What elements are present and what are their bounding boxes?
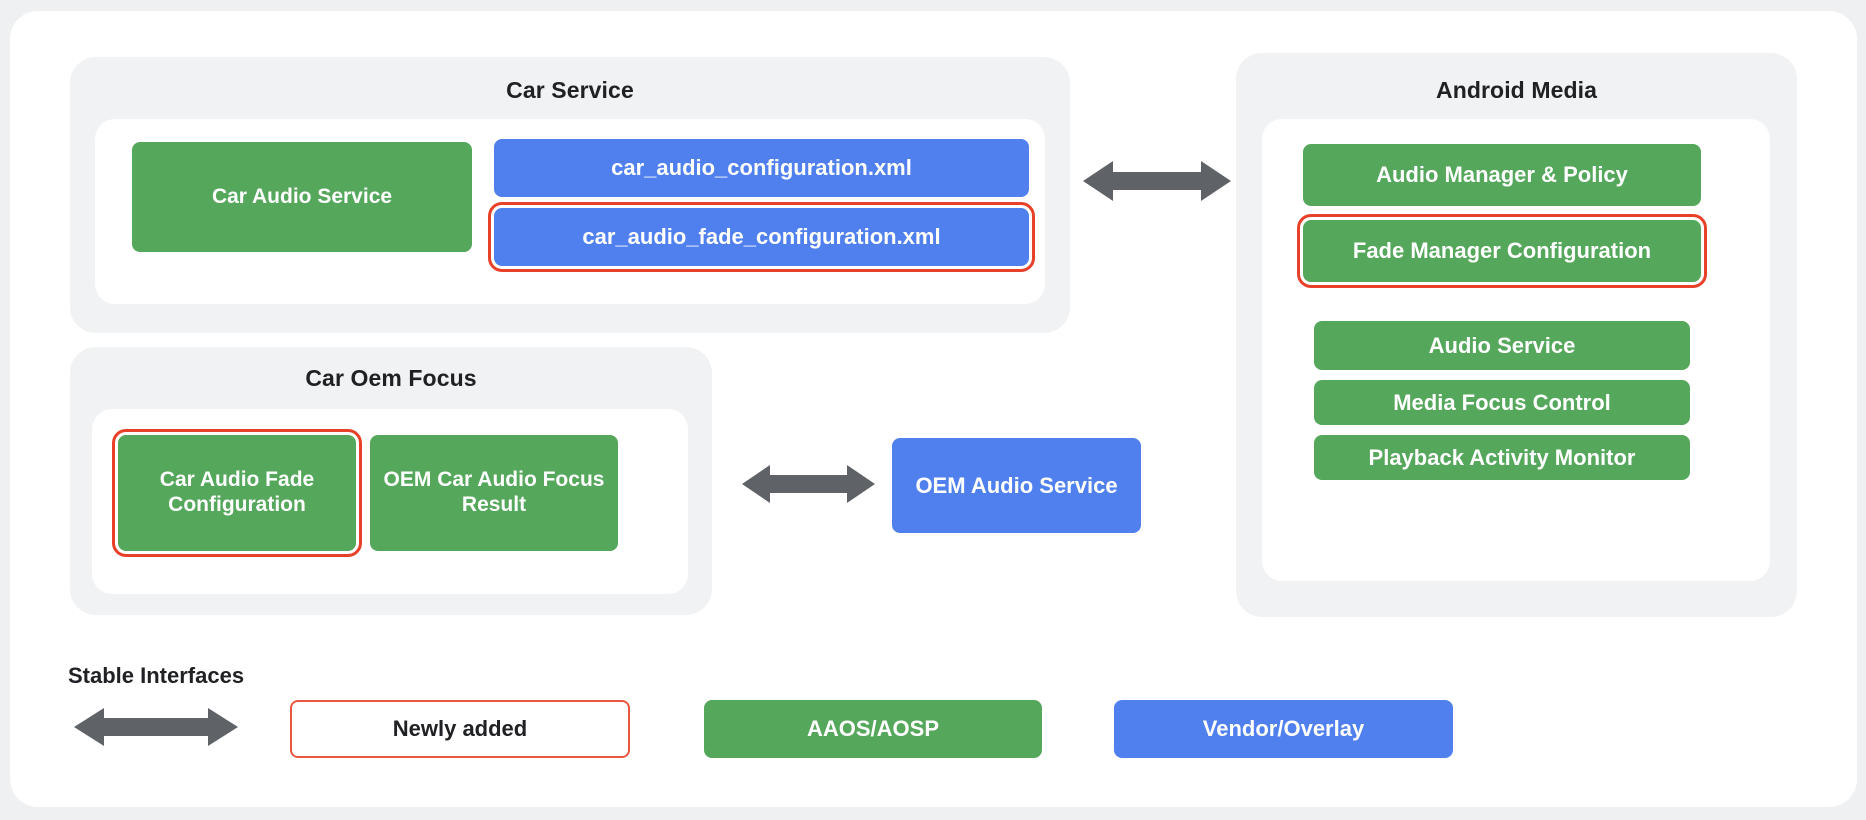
panel-car-service-title: Car Service <box>506 77 634 103</box>
box-oem-car-audio-focus-result[interactable]: OEM Car Audio Focus Result <box>370 435 618 551</box>
legend-vendor-overlay[interactable]: Vendor/Overlay <box>1114 700 1453 758</box>
box-car-audio-configuration-xml[interactable]: car_audio_configuration.xml <box>494 139 1029 197</box>
arrow-car-service-to-android-media <box>1083 159 1231 203</box>
box-media-focus-control[interactable]: Media Focus Control <box>1314 380 1690 425</box>
box-car-audio-fade-configuration-xml[interactable]: car_audio_fade_configuration.xml <box>488 202 1035 272</box>
box-audio-service[interactable]: Audio Service <box>1314 321 1690 370</box>
box-car-audio-service[interactable]: Car Audio Service <box>132 142 472 252</box>
panel-car-service: Car Service Car Audio Service car_audio_… <box>70 57 1070 333</box>
panel-android-media-title: Android Media <box>1435 77 1598 103</box>
box-audio-manager-and-policy[interactable]: Audio Manager & Policy <box>1303 144 1701 206</box>
panel-car-oem-focus: Car Oem Focus Car Audio Fade Configurati… <box>70 347 712 615</box>
double-arrow-icon <box>1083 161 1231 201</box>
box-playback-activity-monitor[interactable]: Playback Activity Monitor <box>1314 435 1690 480</box>
box-fade-manager-configuration[interactable]: Fade Manager Configuration <box>1297 214 1707 288</box>
arrow-car-oem-focus-to-oem-audio-service <box>742 463 875 505</box>
box-oem-audio-service[interactable]: OEM Audio Service <box>892 438 1141 533</box>
diagram-card: Car Service Car Audio Service car_audio_… <box>10 11 1857 807</box>
double-arrow-icon <box>74 708 238 746</box>
double-arrow-icon <box>742 465 875 503</box>
legend-stable-interfaces-arrow <box>74 706 238 748</box>
legend-newly-added[interactable]: Newly added <box>290 700 630 758</box>
box-car-audio-fade-configuration[interactable]: Car Audio Fade Configuration <box>112 429 362 557</box>
panel-android-media: Android Media Audio Manager & Policy Fad… <box>1236 53 1797 617</box>
panel-car-oem-focus-title: Car Oem Focus <box>305 365 477 391</box>
legend-stable-interfaces-label: Stable Interfaces <box>68 663 245 688</box>
legend-aaos-aosp[interactable]: AAOS/AOSP <box>704 700 1042 758</box>
